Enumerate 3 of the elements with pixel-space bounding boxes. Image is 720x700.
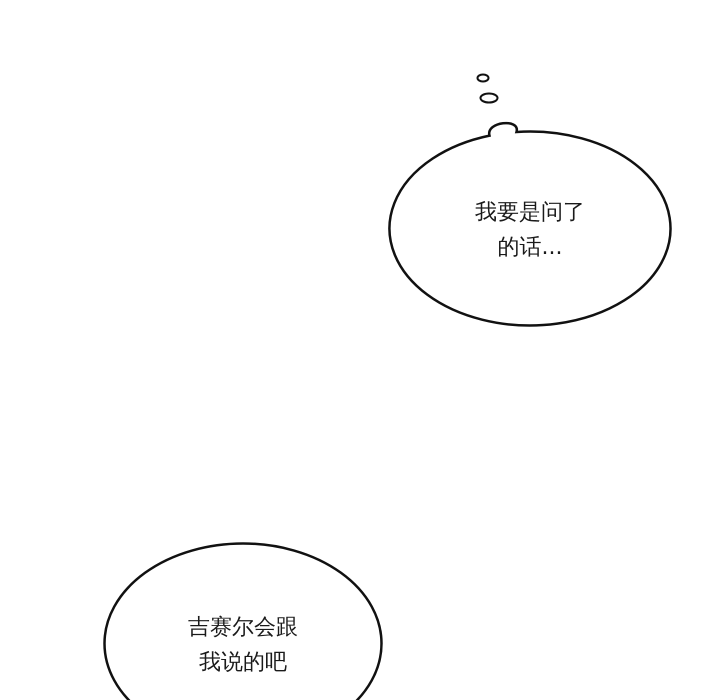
speech-bubble [103,545,383,700]
bubble-text: 我要是问了的话... [474,199,586,262]
bubble-text: 吉赛尔会跟我说的吧 [187,614,299,677]
